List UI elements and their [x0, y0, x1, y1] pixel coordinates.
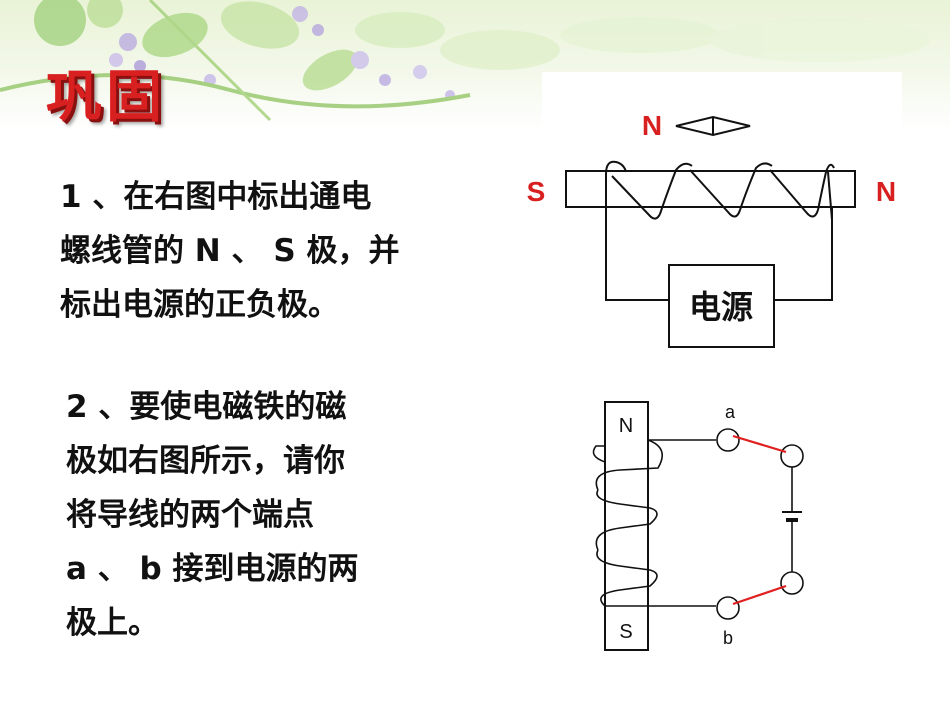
- question-2: 2 、要使电磁铁的磁 极如右图所示，请你 将导线的两个端点 a 、 b 接到电源…: [66, 380, 359, 650]
- leaf-decoration-icon: [0, 0, 930, 122]
- question-2-line: 2 、要使电磁铁的磁: [66, 389, 347, 425]
- question-2-line: 将导线的两个端点: [66, 497, 314, 533]
- question-2-line: 极如右图所示，请你: [66, 443, 345, 479]
- question-1-line: 螺线管的 N 、 S 极，并: [60, 233, 400, 269]
- question-1-line: 标出电源的正负极。: [60, 287, 339, 323]
- battery-bottom-terminal: [780, 571, 804, 595]
- left-pole-label: S: [527, 176, 546, 207]
- wire-right: [774, 207, 833, 301]
- question-1: 1 、在右图中标出通电 螺线管的 N 、 S 极，并 标出电源的正负极。: [60, 170, 399, 332]
- decorative-banner: [0, 0, 950, 130]
- battery-top-terminal: [780, 444, 804, 468]
- red-wire-b: [732, 584, 787, 606]
- bottom-pole-label: S: [619, 621, 632, 643]
- wire-left: [605, 207, 669, 301]
- question-2-line: 极上。: [66, 605, 159, 641]
- question-1-line: 1 、在右图中标出通电: [60, 179, 372, 215]
- power-supply-box: [668, 264, 775, 348]
- electromagnet-core: [604, 401, 649, 651]
- compass-needle-icon: [675, 115, 751, 137]
- terminal-a: [716, 428, 740, 452]
- red-wire-a: [732, 434, 787, 454]
- terminal-b: [716, 596, 740, 620]
- solenoid-coil: [605, 160, 835, 221]
- right-pole-label: N: [876, 176, 896, 207]
- slide-title: 巩固: [46, 65, 166, 130]
- question-2-line: a 、 b 接到电源的两: [66, 551, 359, 587]
- top-pole-label: N: [619, 415, 633, 437]
- terminal-b-label: b: [723, 628, 733, 648]
- battery-icon: [782, 467, 802, 572]
- compass-n-label: N: [642, 110, 662, 141]
- electromagnet-coil: [592, 439, 664, 607]
- power-supply-label: 电源: [689, 288, 753, 326]
- terminal-a-label: a: [725, 402, 736, 422]
